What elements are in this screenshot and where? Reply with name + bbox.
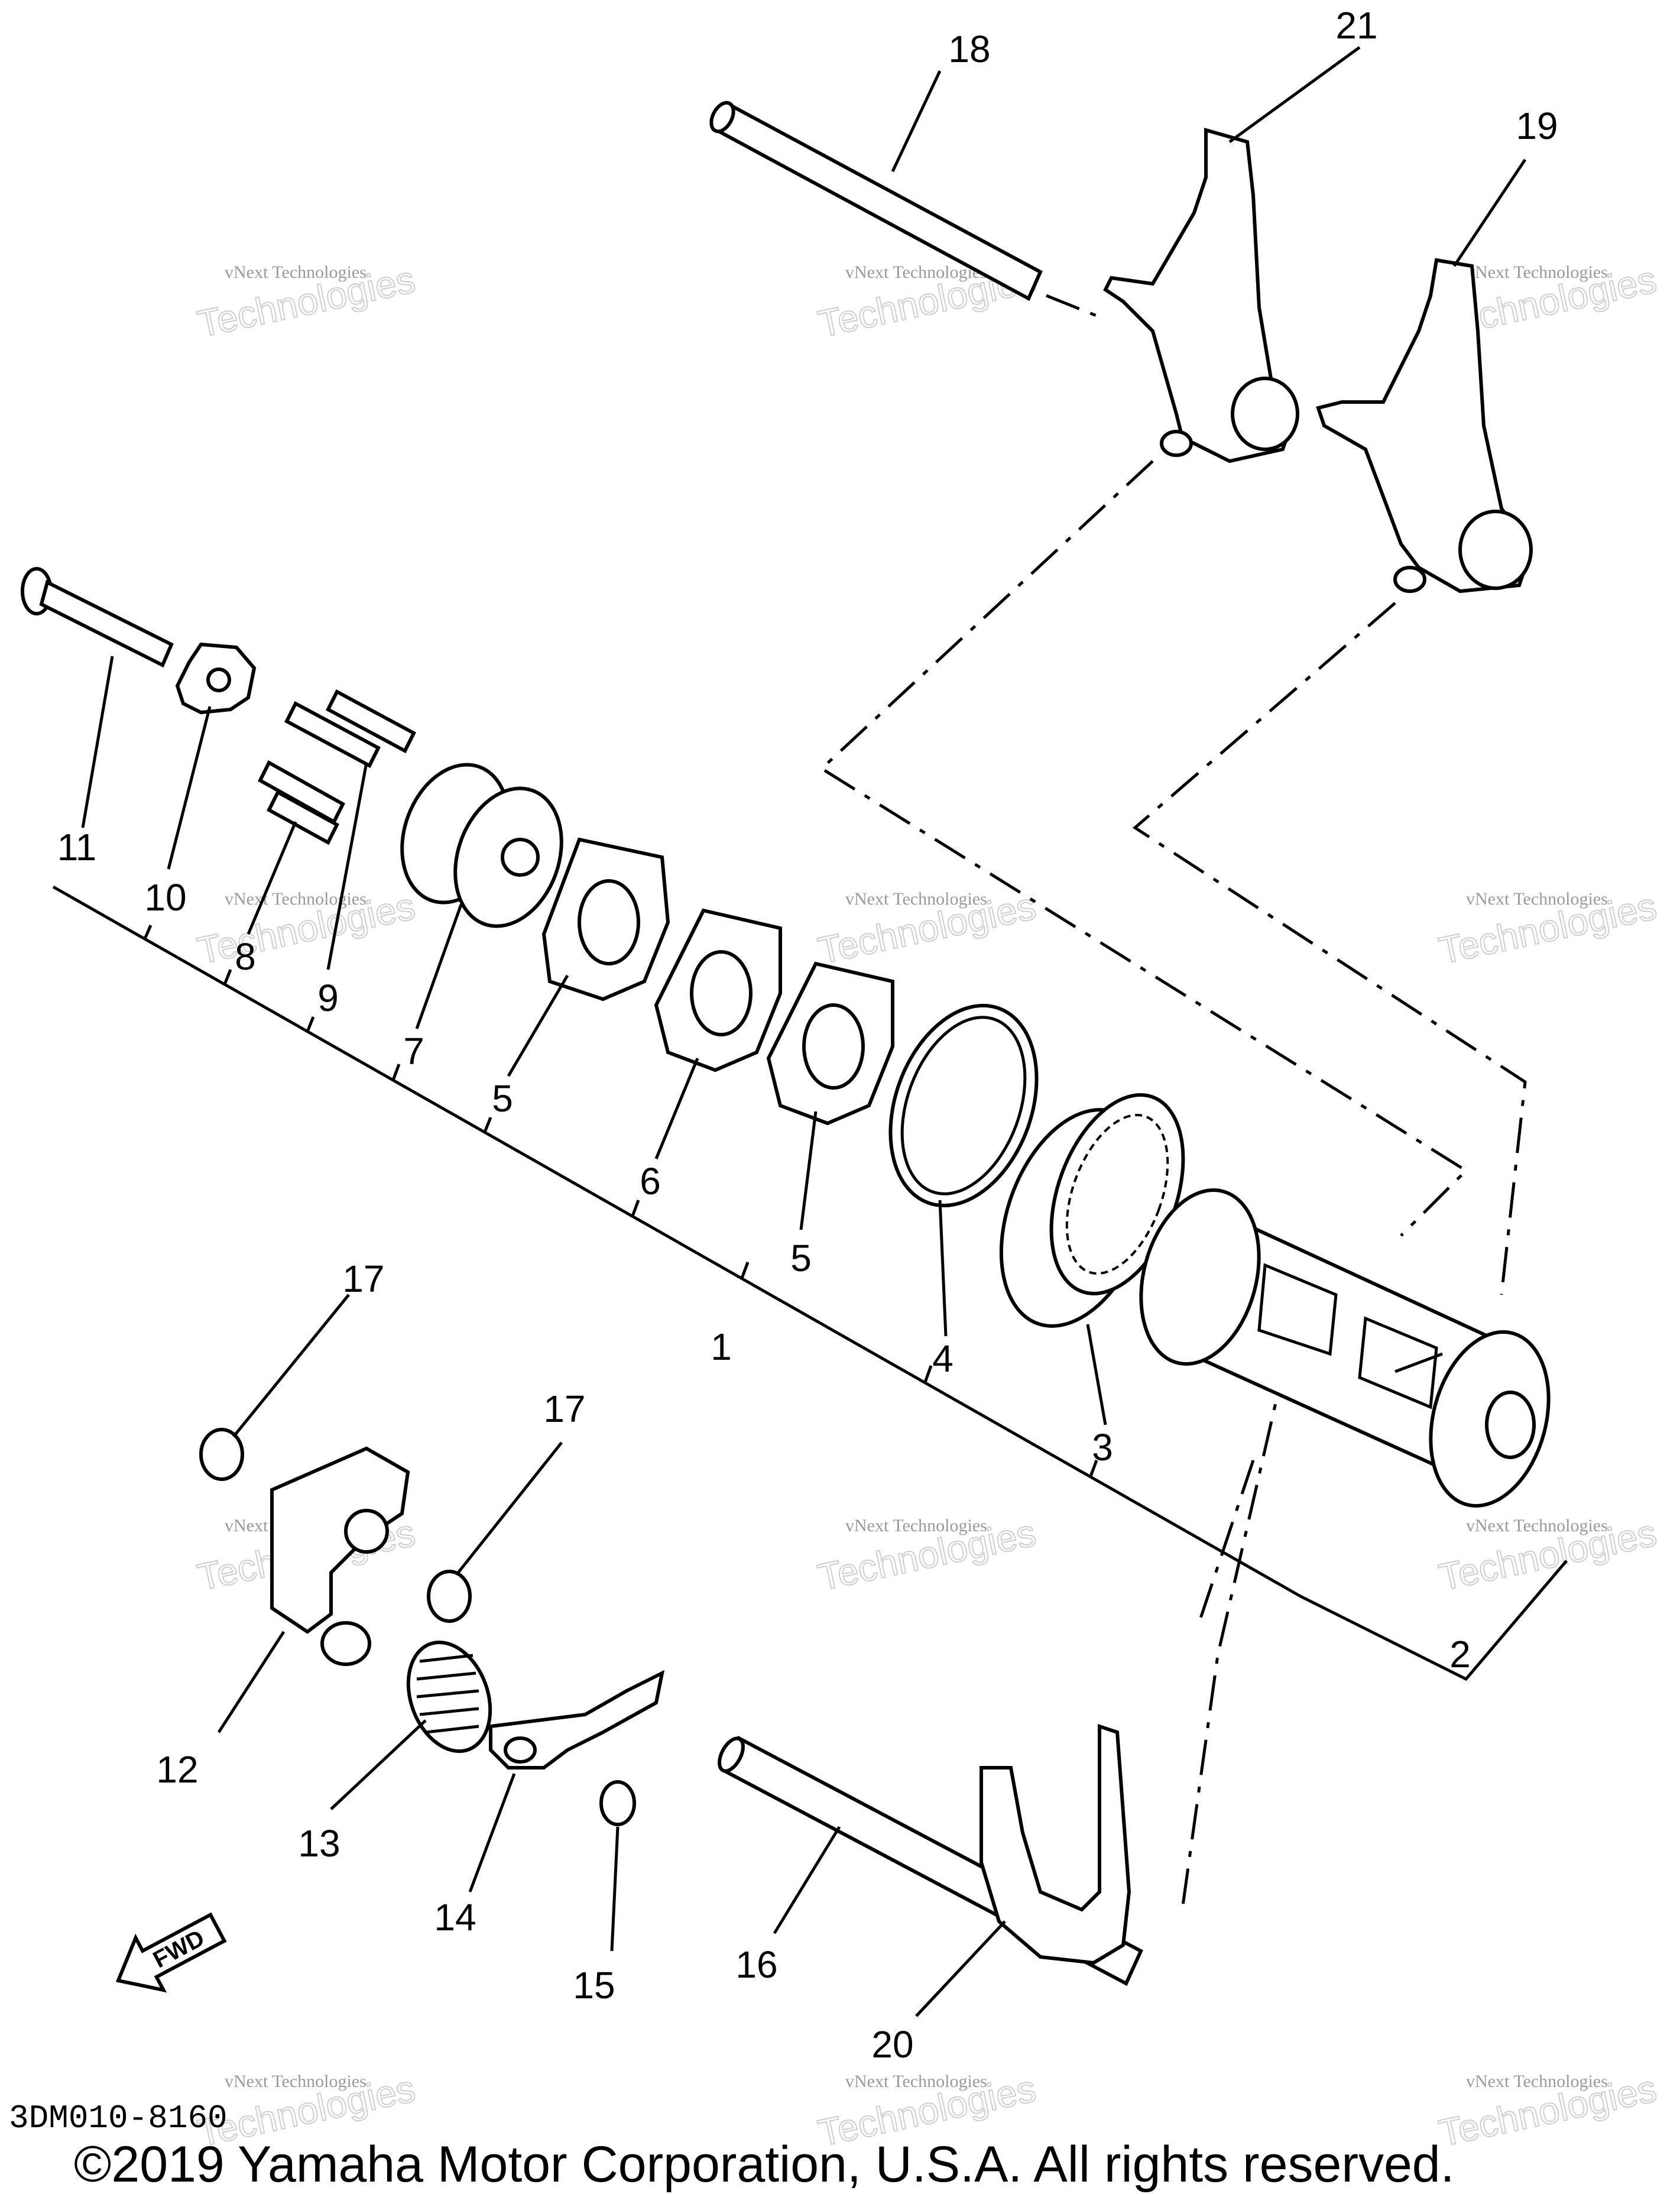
stopper-plate-part-10	[175, 642, 257, 715]
assembly-bracket	[52, 885, 1568, 1681]
svg-text:vNext Technologies: vNext Technologies	[225, 2072, 367, 2091]
callout-21: 21	[1335, 4, 1377, 47]
callout-16: 16	[735, 1943, 777, 1986]
shift-fork-part-19	[1316, 258, 1533, 594]
callout-11: 11	[57, 826, 96, 868]
svg-text:vNext Technologies: vNext Technologies	[225, 262, 367, 282]
callout-14: 14	[434, 1896, 476, 1939]
svg-text:vNext Technologies: vNext Technologies	[845, 1516, 987, 1535]
svg-text:vNext Technologies: vNext Technologies	[1466, 2072, 1608, 2091]
clip-part-17-a	[199, 1428, 244, 1481]
callout-6: 6	[640, 1160, 661, 1203]
callout-1: 1	[711, 1326, 732, 1368]
callout-9: 9	[317, 977, 339, 1019]
callout-labels: 1 2 3 4 5 5 6 7 8 9 10 11 12 13 14 15 16…	[57, 4, 1558, 2066]
svg-text:vNext Technologies: vNext Technologies	[1466, 1516, 1608, 1535]
svg-text:vNext Technologies: vNext Technologies	[225, 889, 367, 909]
plate-part-5-b	[766, 961, 894, 1126]
callout-17: 17	[342, 1258, 384, 1300]
pins-part-8	[258, 760, 345, 845]
shift-fork-shaft-part-18	[709, 101, 1043, 302]
shift-fork-part-20	[980, 1723, 1131, 1965]
callout-5: 5	[492, 1077, 513, 1120]
callout-20: 20	[871, 2023, 913, 2066]
callout-15: 15	[573, 1964, 615, 2007]
watermark: Technologies vNext Technologies	[193, 884, 419, 973]
routing-lines	[819, 294, 1527, 1910]
svg-text:vNext Technologies: vNext Technologies	[845, 889, 987, 909]
bolt-part-11	[21, 567, 174, 668]
callout-7: 7	[403, 1030, 424, 1072]
callout-10: 10	[144, 876, 186, 919]
shift-arm-part-12	[270, 1446, 410, 1666]
clip-part-15	[599, 1780, 636, 1826]
svg-text:vNext Technologies: vNext Technologies	[1466, 889, 1608, 909]
watermark: Technologies vNext Technologies	[193, 257, 419, 346]
circlip-part-4	[888, 1003, 1039, 1208]
watermark: Technologies vNext Technologies	[814, 1511, 1040, 1599]
watermark: Technologies vNext Technologies	[1435, 2066, 1660, 2155]
callout-19: 19	[1516, 105, 1558, 147]
drawing-code: 3DM010-8160	[9, 2099, 228, 2137]
callout-12: 12	[156, 1748, 198, 1791]
callout-5: 5	[790, 1237, 812, 1279]
leader-lines	[81, 46, 1527, 2017]
watermark: Technologies vNext Technologies	[814, 884, 1040, 973]
watermark: Technologies vNext Technologies	[1435, 1511, 1660, 1599]
fwd-arrow-icon: FWD	[115, 1912, 227, 1993]
plate-part-5-a	[541, 837, 670, 1002]
segment-cam-part-7	[400, 763, 563, 928]
svg-text:vNext Technologies: vNext Technologies	[845, 262, 987, 282]
callout-18: 18	[948, 28, 990, 70]
lever-part-14	[489, 1670, 665, 1770]
svg-text:vNext Technologies: vNext Technologies	[1466, 262, 1608, 282]
shift-fork-part-21	[1103, 128, 1299, 464]
callout-17: 17	[543, 1388, 585, 1430]
svg-text:vNext Technologies: vNext Technologies	[845, 2072, 987, 2091]
copyright-notice: ©2019 Yamaha Motor Corporation, U.S.A. A…	[74, 2136, 1455, 2193]
watermark: Technologies vNext Technologies	[1435, 884, 1660, 973]
clip-part-17-b	[427, 1570, 472, 1623]
callout-2: 2	[1449, 1633, 1471, 1676]
callout-3: 3	[1092, 1426, 1113, 1469]
callout-4: 4	[932, 1337, 953, 1380]
callout-8: 8	[235, 935, 256, 978]
callout-13: 13	[298, 1822, 340, 1865]
shift-drum-part-2	[1139, 1188, 1551, 1508]
pins-part-9	[284, 689, 416, 769]
plate-part-6	[654, 908, 782, 1072]
spring-part-13	[406, 1641, 492, 1753]
